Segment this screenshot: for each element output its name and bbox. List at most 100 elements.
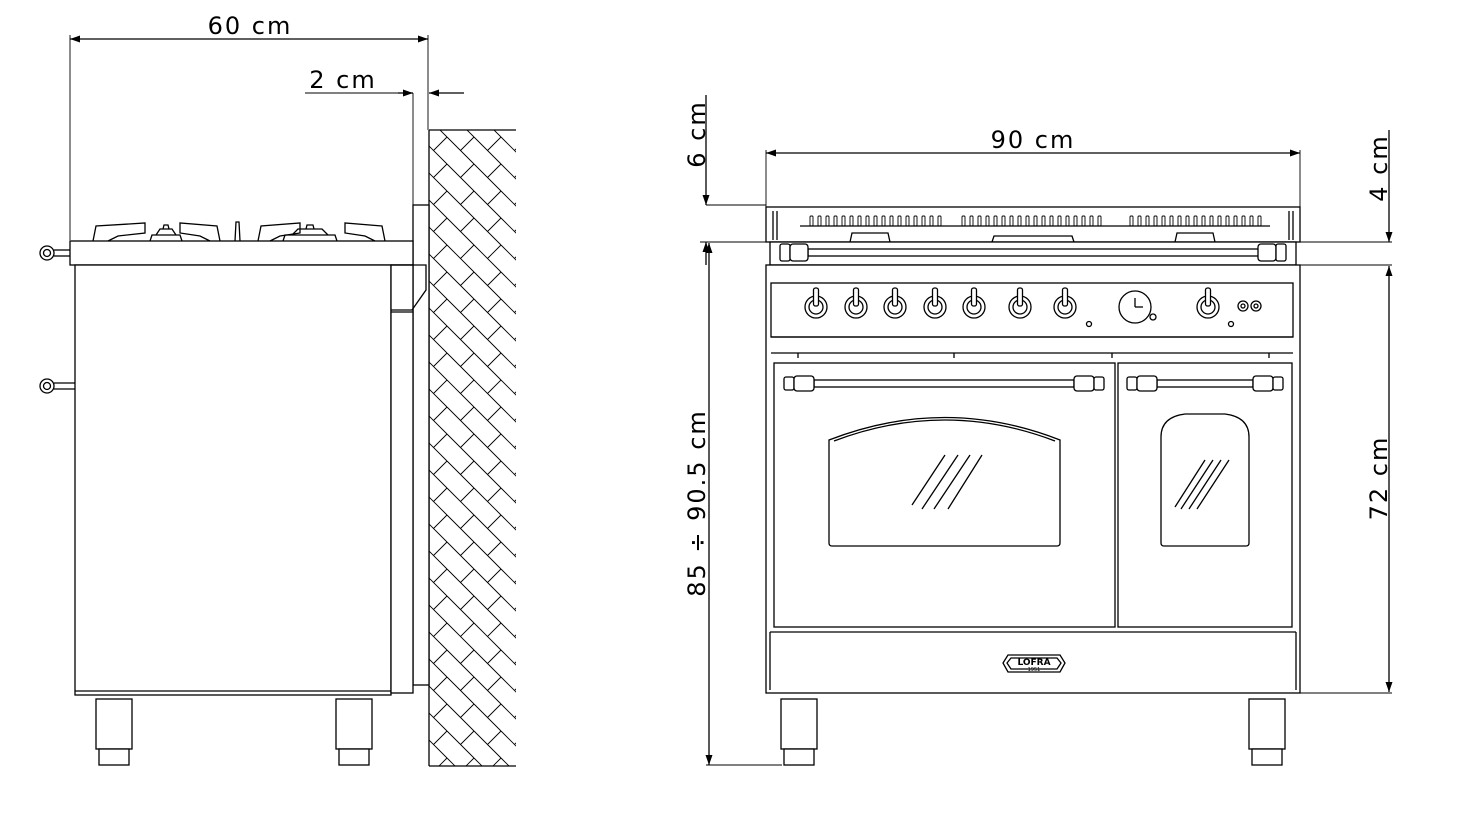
side-hob	[39, 221, 414, 266]
wall-hatch-line	[429, 433, 448, 462]
wall-hatch-line	[429, 730, 448, 759]
wall-hatch-line	[500, 379, 516, 396]
wall-hatch-line	[429, 676, 448, 705]
wall-hatch-line	[447, 785, 474, 812]
wall-hatch-line	[473, 136, 502, 165]
side-body	[39, 264, 427, 696]
wall-hatch-line	[446, 514, 475, 543]
wall-hatch-line	[473, 163, 502, 192]
wall-hatch-line	[429, 460, 448, 489]
storage-drawer: LOFRA 1951	[769, 631, 1297, 690]
wall-hatch-line	[528, 515, 555, 542]
wall-hatch-line	[500, 541, 516, 558]
control-knob	[962, 287, 986, 319]
wall-hatch-line	[528, 245, 555, 272]
wall-hatch-line	[429, 352, 448, 381]
wall-hatch-line	[473, 595, 502, 624]
wall-hatch-line	[473, 730, 502, 759]
wall-hatch-line	[473, 487, 502, 516]
wall-hatch-line	[446, 622, 475, 651]
wall-hatch-line	[473, 244, 502, 273]
wall-hatch-line	[473, 298, 502, 327]
wall-hatch-line	[500, 568, 516, 585]
wall-hatch-line	[429, 325, 448, 354]
hob-height-label: 4 cm	[1365, 134, 1393, 201]
wall-hatch-line	[473, 406, 502, 435]
wall-hatch-line	[500, 298, 516, 315]
wall-hatch-line	[429, 541, 448, 570]
wall-hatch-line	[429, 568, 448, 597]
wall-hatch-line	[446, 568, 475, 597]
control-knob	[923, 287, 947, 319]
wall-hatch-line	[500, 676, 516, 693]
wall-hatch-line	[473, 460, 502, 489]
wall-hatch-line	[429, 190, 448, 219]
wall-hatch-line	[473, 622, 502, 651]
wall-hatch-line	[446, 487, 475, 516]
wall-hatch-line	[473, 514, 502, 543]
wall-hatch-line	[500, 271, 516, 288]
wall-hatch-line	[501, 785, 528, 812]
wall-hatch-line	[446, 649, 475, 678]
wall-hatch-line	[446, 595, 475, 624]
wall-hatch-line	[528, 650, 555, 677]
wall-gap-dimension: 2 cm	[305, 66, 464, 205]
wall-hatch-line	[528, 461, 555, 488]
wall-hatch-line	[429, 649, 448, 678]
wall-hatch-line	[528, 758, 555, 785]
wall-hatch-line	[446, 163, 475, 192]
wall-hatch-line	[446, 730, 475, 759]
wall-hatch-line	[429, 163, 448, 192]
wall-hatch-line	[500, 325, 516, 342]
wall-hatch-line	[528, 407, 555, 434]
wall-hatch-line	[500, 703, 516, 720]
wall-hatch-line	[473, 676, 502, 705]
wall-hatch-line	[439, 130, 448, 138]
oven-height-label: 72 cm	[1365, 436, 1393, 521]
top-gap-label: 6 cm	[683, 100, 711, 167]
front-width-label: 90 cm	[991, 126, 1076, 154]
wall	[428, 110, 555, 812]
wall-hatch-line	[528, 380, 555, 407]
wall-hatch-line	[473, 568, 502, 597]
wall-hatch-line	[473, 433, 502, 462]
oven-height-dimension: 72 cm	[1300, 266, 1393, 694]
wall-hatch-line	[528, 110, 555, 137]
secondary-oven-door	[1117, 362, 1293, 628]
wall-hatch-line	[446, 379, 475, 408]
top-gap-dimension: 6 cm	[683, 95, 766, 265]
wall-hatch-line	[473, 649, 502, 678]
wall-hatch-line	[528, 488, 555, 515]
control-knob	[1196, 287, 1220, 319]
wall-hatch-line	[446, 352, 475, 381]
wall-hatch-line	[429, 298, 448, 327]
wall-hatch-line	[500, 433, 516, 450]
wall-hatch-line	[429, 595, 448, 624]
wall-hatch-line	[429, 244, 448, 273]
wall-hatch-line	[528, 353, 555, 380]
wall-hatch-line	[500, 136, 516, 153]
hob-height-dimension: 4 cm	[1300, 130, 1393, 266]
wall-hatch-line	[528, 218, 555, 245]
wall-hatch-line	[528, 326, 555, 353]
control-knob	[883, 287, 907, 319]
wall-hatch-line	[528, 191, 555, 218]
wall-hatch-line	[446, 244, 475, 273]
wall-hatch-line	[493, 130, 502, 138]
brand-logo: LOFRA	[1017, 658, 1050, 668]
wall-hatch-line	[500, 217, 516, 234]
front-view: 90 cm 6 cm 4 cm 85 ÷ 90.5 cm 72 cm	[683, 95, 1393, 766]
wall-hatch-line	[500, 622, 516, 639]
wall-hatch-line	[528, 164, 555, 191]
front-handrail	[769, 241, 1297, 266]
wall-hatch-line	[528, 785, 555, 812]
wall-hatch-line	[473, 271, 502, 300]
wall-hatch-line	[500, 757, 510, 766]
total-height-label: 85 ÷ 90.5 cm	[683, 409, 711, 597]
wall-hatch-line	[446, 703, 475, 732]
control-knob	[844, 287, 868, 319]
wall-hatch-line	[528, 596, 555, 623]
wall-hatch-line	[500, 460, 516, 477]
total-height-dimension: 85 ÷ 90.5 cm	[683, 241, 782, 766]
wall-hatch-line	[528, 299, 555, 326]
